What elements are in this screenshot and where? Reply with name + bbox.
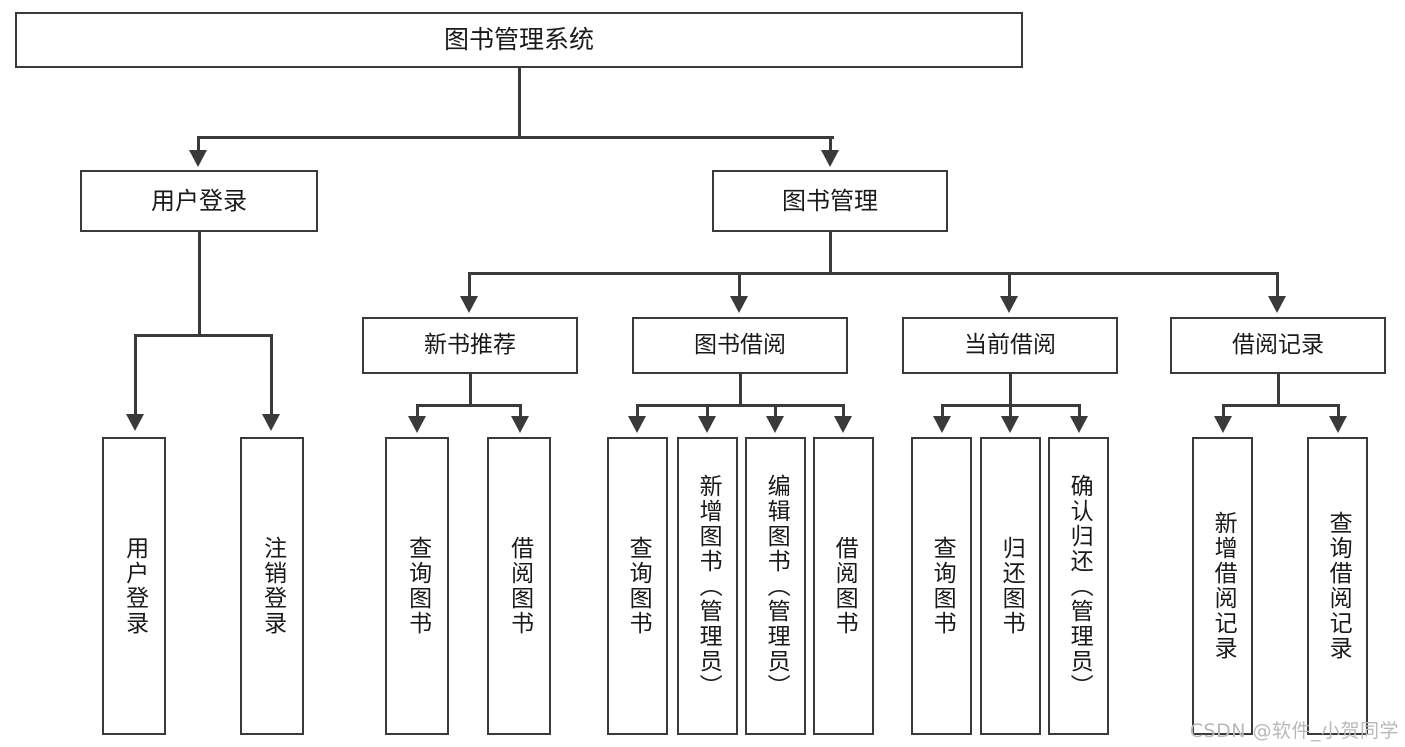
arrowhead-user-login (189, 150, 207, 167)
arrowhead-new-book-recommend (460, 296, 478, 313)
node-label: 当前借阅 (964, 331, 1056, 358)
arrowhead-leaf-edit-book (766, 416, 784, 433)
arrowhead-leaf-confirm-return (1070, 416, 1088, 433)
connector-new-book-drop-1 (416, 404, 419, 418)
leaf-query-book-current[interactable]: 查询图书 (911, 437, 972, 735)
node-label: 编辑图书（管理员） (763, 473, 790, 699)
leaf-logout[interactable]: 注销登录 (240, 437, 304, 735)
node-label: 新增图书（管理员） (695, 473, 722, 699)
connector-new-book-bus (416, 404, 522, 407)
connector-book-manage-stem (829, 232, 832, 274)
connector-user-login-bus (134, 334, 272, 337)
arrowhead-leaf-add-record (1214, 416, 1232, 433)
arrowhead-leaf-query-record (1329, 416, 1347, 433)
arrowhead-leaf-borrow-book-2 (834, 416, 852, 433)
connector-user-login-drop-1 (134, 334, 137, 416)
node-label: 查询借阅记录 (1325, 511, 1352, 661)
connector-new-book-drop-2 (519, 404, 522, 418)
node-new-book-recommend[interactable]: 新书推荐 (362, 317, 578, 374)
connector-borrow-record-bus (1222, 404, 1340, 407)
leaf-confirm-return-admin[interactable]: 确认归还（管理员） (1048, 437, 1109, 735)
node-label: 用户登录 (121, 536, 148, 636)
arrowhead-book-manage (821, 150, 839, 167)
node-label: 借阅图书 (506, 536, 533, 636)
node-label: 归还图书 (998, 536, 1025, 636)
leaf-edit-book-admin[interactable]: 编辑图书（管理员） (745, 437, 806, 735)
connector-user-login-stem (198, 232, 201, 336)
arrowhead-leaf-borrow-book-1 (511, 416, 529, 433)
connector-root-bus (197, 136, 834, 139)
node-label: 新书推荐 (424, 331, 516, 358)
connector-book-borrow-drop-3 (774, 404, 777, 418)
arrowhead-leaf-query-book-2 (628, 416, 646, 433)
connector-book-borrow-drop-4 (842, 404, 845, 418)
connector-new-book-stem (469, 374, 472, 406)
node-book-manage[interactable]: 图书管理 (712, 170, 948, 232)
leaf-borrow-book[interactable]: 借阅图书 (813, 437, 874, 735)
node-label: 借阅记录 (1232, 331, 1324, 358)
watermark-text: CSDN @软件_小贺同学 (1189, 720, 1399, 742)
arrowhead-leaf-user-login (126, 414, 144, 431)
node-label: 新增借阅记录 (1210, 511, 1237, 661)
arrowhead-leaf-return-book (1001, 416, 1019, 433)
connector-book-manage-drop-3 (1008, 272, 1011, 298)
node-book-borrow[interactable]: 图书借阅 (632, 317, 848, 374)
leaf-add-borrow-record[interactable]: 新增借阅记录 (1192, 437, 1253, 735)
leaf-user-login[interactable]: 用户登录 (102, 437, 166, 735)
leaf-query-borrow-record[interactable]: 查询借阅记录 (1307, 437, 1368, 735)
node-label: 图书管理 (782, 186, 878, 215)
node-label: 注销登录 (259, 536, 286, 636)
arrowhead-borrow-record (1268, 296, 1286, 313)
node-label: 图书借阅 (694, 331, 786, 358)
connector-book-borrow-drop-1 (636, 404, 639, 418)
leaf-query-book-borrow[interactable]: 查询图书 (607, 437, 668, 735)
node-borrow-record[interactable]: 借阅记录 (1170, 317, 1386, 374)
leaf-borrow-book-recommend[interactable]: 借阅图书 (487, 437, 551, 735)
arrowhead-current-borrow (1000, 296, 1018, 313)
leaf-add-book-admin[interactable]: 新增图书（管理员） (677, 437, 738, 735)
node-current-borrow[interactable]: 当前借阅 (902, 317, 1118, 374)
node-label: 用户登录 (151, 186, 247, 215)
arrowhead-leaf-add-book (698, 416, 716, 433)
connector-borrow-record-drop-2 (1337, 404, 1340, 418)
arrowhead-leaf-logout (262, 414, 280, 431)
connector-book-manage-drop-1 (468, 272, 471, 298)
connector-current-borrow-drop-2 (1009, 404, 1012, 418)
leaf-query-book-recommend[interactable]: 查询图书 (385, 437, 449, 735)
node-root-system[interactable]: 图书管理系统 (15, 12, 1023, 68)
connector-user-login-drop-2 (270, 334, 273, 416)
connector-current-borrow-stem (1009, 374, 1012, 406)
leaf-return-book[interactable]: 归还图书 (980, 437, 1041, 735)
connector-book-manage-bus (468, 272, 1278, 275)
arrowhead-leaf-query-book-1 (408, 416, 426, 433)
connector-borrow-record-drop-1 (1222, 404, 1225, 418)
arrowhead-book-borrow (730, 296, 748, 313)
node-label: 确认归还（管理员） (1066, 473, 1093, 699)
arrowhead-leaf-query-book-3 (933, 416, 951, 433)
connector-borrow-record-stem (1277, 374, 1280, 406)
node-user-login[interactable]: 用户登录 (80, 170, 318, 232)
connector-current-borrow-drop-1 (941, 404, 944, 418)
connector-root-to-user-login (197, 136, 200, 152)
node-label: 图书管理系统 (443, 25, 594, 55)
connector-book-borrow-drop-2 (706, 404, 709, 418)
connector-root-to-book-manage (829, 136, 832, 152)
node-label: 借阅图书 (831, 536, 858, 636)
connector-root-stem (518, 68, 521, 138)
connector-book-borrow-stem (739, 374, 742, 406)
node-label: 查询图书 (625, 536, 652, 636)
connector-current-borrow-drop-3 (1078, 404, 1081, 418)
connector-book-borrow-bus (636, 404, 844, 407)
node-label: 查询图书 (404, 536, 431, 636)
connector-book-manage-drop-4 (1276, 272, 1279, 298)
connector-book-manage-drop-2 (738, 272, 741, 298)
node-label: 查询图书 (929, 536, 956, 636)
